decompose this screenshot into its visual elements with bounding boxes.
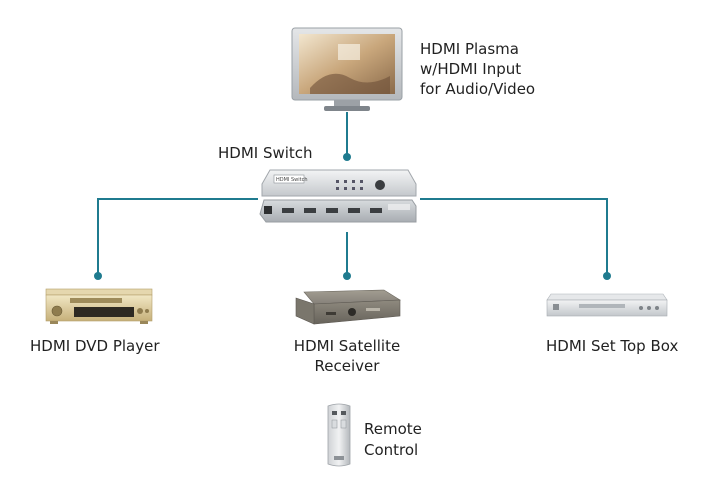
- switch-panel-text: HDMI Switch: [276, 177, 308, 183]
- edge-dot-plasma: [343, 153, 351, 161]
- plasma-label: HDMI Plasma w/HDMI Input for Audio/Video: [420, 39, 535, 99]
- satellite-label: HDMI Satellite Receiver: [277, 336, 417, 376]
- remote-label-line-2: Control: [364, 441, 419, 459]
- remote-label: Remote Control: [364, 419, 422, 461]
- edge-dot-dvd: [94, 272, 102, 280]
- satellite-receiver-icon: [295, 289, 401, 325]
- plasma-tv-icon: [291, 27, 403, 111]
- edge-switch-settop: [420, 198, 608, 274]
- plasma-label-line-2: w/HDMI Input: [420, 60, 522, 78]
- dvd-label: HDMI DVD Player: [30, 337, 160, 355]
- remote-label-line-1: Remote: [364, 420, 422, 438]
- hdmi-switch-icon: HDMI Switch: [259, 169, 417, 223]
- remote-control-icon: [327, 403, 351, 467]
- plasma-label-line-3: for Audio/Video: [420, 80, 536, 98]
- switch-label: HDMI Switch: [218, 144, 313, 162]
- edge-dot-satellite: [343, 272, 351, 280]
- set-top-box-icon: [546, 293, 668, 317]
- plasma-label-line-1: HDMI Plasma: [420, 40, 519, 58]
- dvd-player-icon: [45, 288, 153, 324]
- satellite-label-line-1: HDMI Satellite: [293, 337, 401, 355]
- edge-switch-dvd: [97, 198, 258, 274]
- settop-label: HDMI Set Top Box: [546, 337, 679, 355]
- edge-dot-settop: [603, 272, 611, 280]
- satellite-label-line-2: Receiver: [314, 357, 380, 375]
